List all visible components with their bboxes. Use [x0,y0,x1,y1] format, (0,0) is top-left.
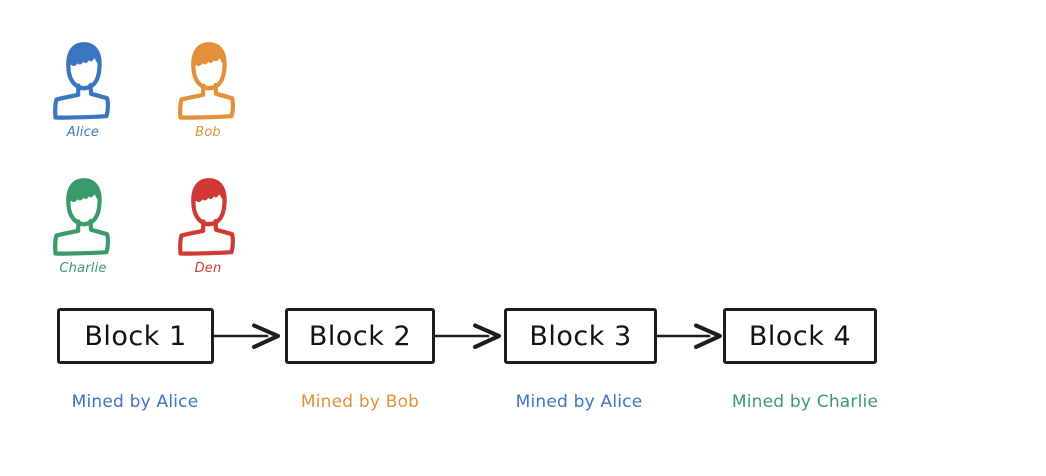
person-icon [53,178,110,256]
blockchain-row: Block 1 Block 2 Block 3 Block 4 Mined by… [0,300,1046,430]
block-4[interactable]: Block 4 [723,308,877,364]
block-label: Block 1 [84,320,187,352]
arrow-right-icon [654,323,722,349]
participant-label: Den [194,261,222,276]
arrow-right-icon [433,323,501,349]
block-label: Block 4 [748,320,852,352]
participant-bob[interactable]: Bob [153,36,263,140]
participant-charlie[interactable]: Charlie [28,172,138,276]
block-3-caption: Mined by Alice [515,392,643,412]
block-label: Block 3 [529,320,632,352]
person-icon [178,178,235,256]
block-2[interactable]: Block 2 [285,308,435,364]
block-1-caption: Mined by Alice [71,392,199,412]
block-3[interactable]: Block 3 [504,308,657,364]
participant-den[interactable]: Den [153,172,263,276]
participant-label: Alice [66,125,100,140]
block-1[interactable]: Block 1 [57,308,214,364]
person-icon [53,42,110,120]
participant-alice[interactable]: Alice [28,36,138,140]
participant-label: Charlie [59,261,107,276]
person-icon [178,42,235,120]
block-2-caption: Mined by Bob [300,392,420,412]
block-4-caption: Mined by Charlie [731,392,879,412]
participant-label: Bob [195,125,221,140]
block-label: Block 2 [308,320,412,352]
arrow-right-icon [212,323,280,349]
